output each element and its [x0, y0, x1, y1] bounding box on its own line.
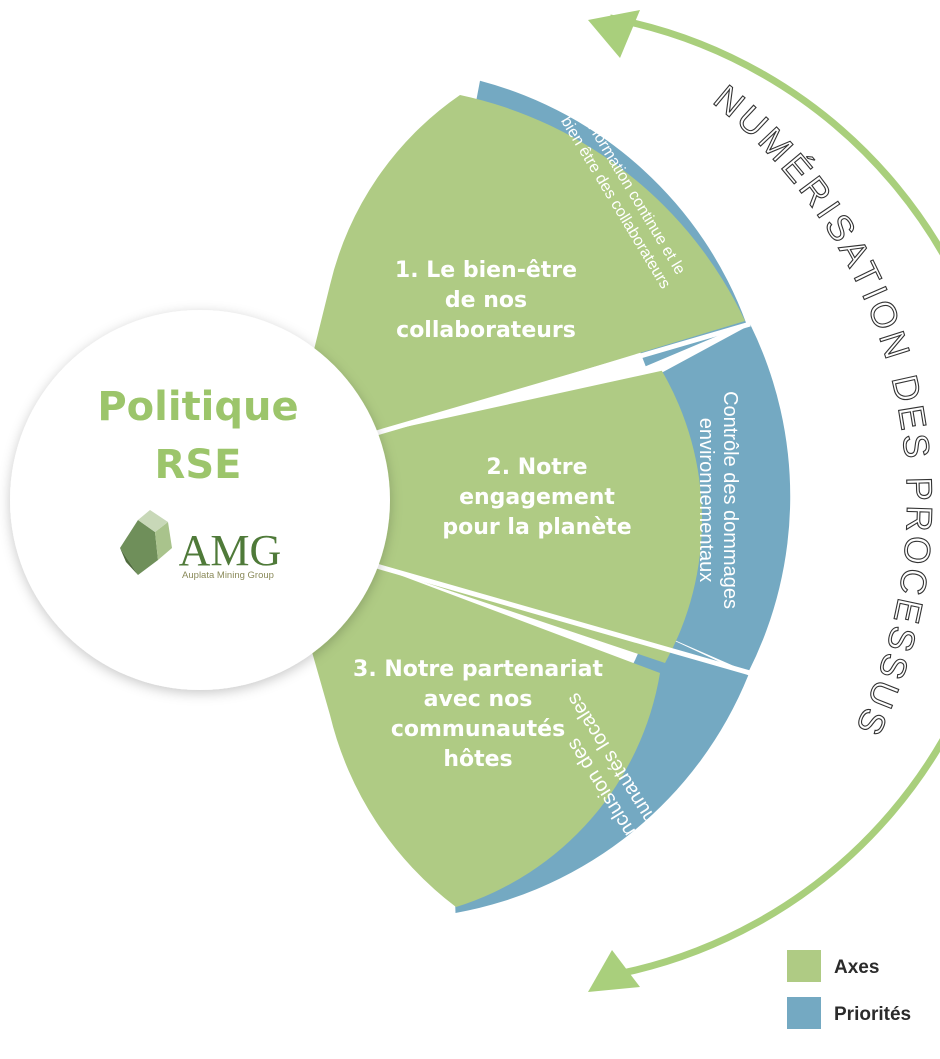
axis-label-3: 3. Notre partenariat avec nos communauté…	[353, 657, 603, 772]
axis-label-1: 1. Le bien-être de nos collaborateurs	[395, 258, 577, 343]
center-title-line2: RSE	[155, 442, 242, 488]
separator-line	[372, 562, 751, 676]
axis-segment-1	[273, 95, 745, 516]
axis-label-2: 2. Notre engagement pour la planète	[442, 455, 631, 540]
axis-2-line-2: engagement	[459, 485, 615, 510]
legend: Axes Priorités	[787, 950, 911, 1029]
legend-label-priorities: Priorités	[834, 1004, 911, 1025]
double-arrow-icon	[588, 10, 940, 992]
logo-text: AMG	[179, 526, 282, 575]
axis-3-line-4: hôtes	[443, 747, 512, 772]
separator-line	[372, 321, 751, 437]
axis-3-line-2: avec nos	[424, 687, 533, 712]
center-title-line1: Politique	[97, 384, 298, 430]
legend-swatch-priorities	[787, 997, 821, 1029]
axis-1-line-2: de nos	[445, 288, 527, 313]
axis-2-line-3: pour la planète	[442, 515, 631, 540]
axis-1-line-3: collaborateurs	[396, 318, 576, 343]
logo-subtitle: Auplata Mining Group	[182, 570, 274, 581]
axis-3-line-3: communautés	[391, 717, 565, 742]
priority-label-2: Contrôle des dommages environnementaux	[695, 391, 741, 609]
priority-2-line-1: Contrôle des dommages	[719, 391, 741, 609]
center-circle	[10, 310, 390, 690]
axis-1-line-1: 1. Le bien-être	[395, 258, 577, 283]
axis-segment-3	[273, 515, 660, 907]
priority-2-line-2: environnementaux	[695, 418, 717, 583]
gem-logo-icon	[120, 510, 172, 575]
legend-swatch-axes	[787, 950, 821, 982]
axis-2-line-1: 2. Notre	[486, 455, 587, 480]
legend-label-axes: Axes	[834, 957, 879, 978]
axis-3-line-1: 3. Notre partenariat	[353, 657, 603, 682]
